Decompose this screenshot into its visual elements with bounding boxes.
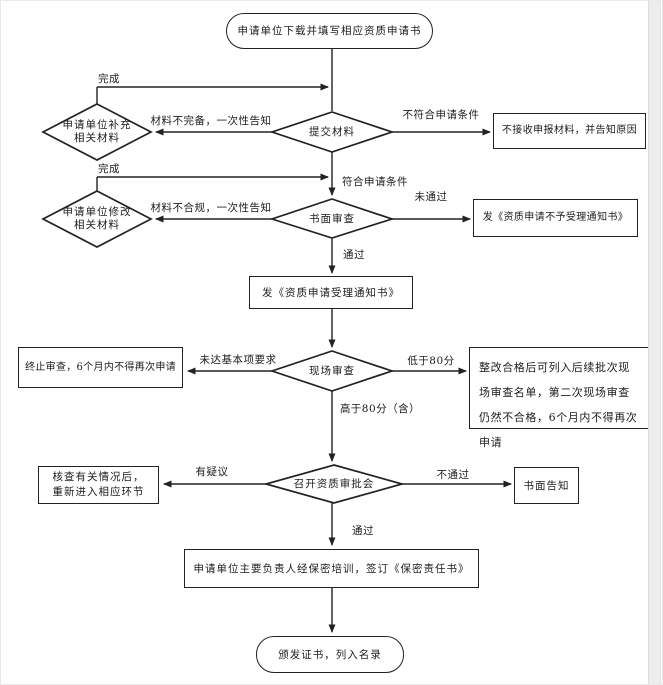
diamond-approval-meeting bbox=[262, 464, 406, 504]
node-reject-label: 不接收申报材料，并告知原因 bbox=[501, 125, 638, 136]
edge-label-dispute: 有疑议 bbox=[195, 466, 229, 478]
node-rectify-requalify: 整改合格后可列入后续批次现场审查名单，第二次现场审查仍然不合格，6个月内不得再次… bbox=[469, 347, 651, 449]
node-end-terminator: 颁发证书，列入名录 bbox=[256, 636, 404, 673]
node-terminate-review: 终止审查，6个月内不得再次申请 bbox=[18, 347, 183, 388]
node-accept-notice: 发《资质申请受理通知书》 bbox=[249, 276, 413, 309]
node-start-label: 申请单位下载并填写相应资质申请书 bbox=[237, 25, 422, 37]
edge-label-incomplete: 材料不完备，一次性告知 bbox=[150, 115, 272, 127]
node-rectify-label: 整改合格后可列入后续批次现场审查名单，第二次现场审查仍然不合格，6个月内不得再次… bbox=[479, 361, 638, 449]
edge-label-below-basic: 未达基本项要求 bbox=[199, 354, 277, 366]
node-confidentiality-training: 申请单位主要负责人经保密培训，签订《保密责任书》 bbox=[184, 549, 479, 588]
diamond-supplement-text: 申请单位补充 相关材料 bbox=[62, 119, 132, 144]
edge-label-above-80: 高于80分（含） bbox=[339, 403, 421, 415]
edge-label-pass-written: 通过 bbox=[343, 249, 365, 261]
edge-label-not-pass-meeting: 不通过 bbox=[436, 469, 470, 481]
edge-label-done1: 完成 bbox=[98, 73, 120, 85]
node-verify-line2: 重新进入相应环节 bbox=[52, 486, 145, 498]
node-verify-line1: 核查有关情况后， bbox=[52, 471, 145, 483]
edge-label-pass-meeting: 通过 bbox=[352, 525, 374, 537]
edge-label-not-pass-written: 未通过 bbox=[414, 191, 448, 203]
diamond-written-review bbox=[269, 198, 395, 239]
edge-label-not-meet: 不符合申请条件 bbox=[402, 109, 480, 121]
node-terminate-label: 终止审查，6个月内不得再次申请 bbox=[25, 361, 176, 373]
edge-label-meet: 符合申请条件 bbox=[342, 176, 408, 188]
node-accept-notice-label: 发《资质申请受理通知书》 bbox=[262, 286, 400, 299]
node-verify-situation: 核查有关情况后， 重新进入相应环节 bbox=[38, 466, 159, 504]
diamond-submit-text: 提交材料 bbox=[309, 125, 355, 138]
node-not-accept-notice-label: 发《资质申请不予受理通知书》 bbox=[482, 212, 629, 223]
page-right-margin-strip bbox=[648, 1, 661, 684]
diamond-modify-text: 申请单位修改 相关材料 bbox=[62, 206, 132, 231]
edge-label-done2: 完成 bbox=[98, 163, 120, 175]
diamond-modify bbox=[41, 190, 153, 248]
diamond-written-review-text: 书面审查 bbox=[309, 212, 355, 225]
diamond-submit bbox=[269, 111, 395, 153]
diamond-onsite-review bbox=[269, 350, 395, 392]
node-written-notice-label: 书面告知 bbox=[523, 479, 570, 492]
node-training-label: 申请单位主要负责人经保密培训，签订《保密责任书》 bbox=[193, 562, 470, 575]
node-end-label: 颁发证书，列入名录 bbox=[278, 648, 382, 661]
node-written-notice: 书面告知 bbox=[514, 467, 579, 504]
node-reject-materials: 不接收申报材料，并告知原因 bbox=[493, 113, 646, 149]
edge-label-noncompliant: 材料不合规，一次性告知 bbox=[150, 202, 272, 214]
diamond-onsite-review-text: 现场审查 bbox=[309, 364, 355, 377]
node-not-accept-notice: 发《资质申请不予受理通知书》 bbox=[473, 199, 638, 237]
node-start-terminator: 申请单位下载并填写相应资质申请书 bbox=[226, 13, 433, 49]
diamond-approval-meeting-text: 召开资质审批会 bbox=[293, 477, 375, 490]
edge-label-below-80: 低于80分 bbox=[407, 355, 455, 367]
diamond-supplement bbox=[41, 103, 153, 161]
